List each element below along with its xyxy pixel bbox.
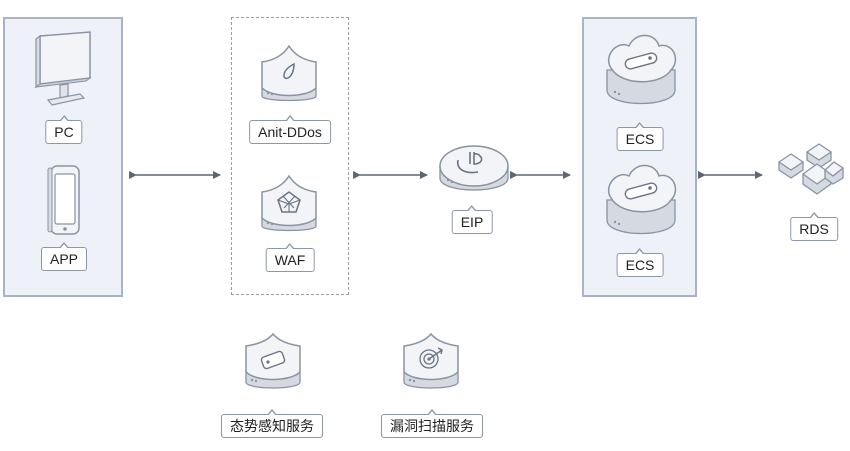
label-eip: EIP bbox=[451, 205, 493, 234]
monitor-icon bbox=[34, 31, 92, 106]
label-anti-ddos: Anit-DDos bbox=[249, 115, 331, 144]
cloud-server-icon bbox=[606, 34, 677, 105]
cloud-server-icon bbox=[606, 164, 677, 235]
label-ecs-2: ECS bbox=[616, 248, 664, 277]
ip-router-icon bbox=[439, 145, 509, 191]
label-vuln-scan: 漏洞扫描服务 bbox=[381, 409, 483, 438]
shield-target-icon bbox=[403, 332, 459, 389]
label-app: APP bbox=[40, 242, 88, 271]
security-group bbox=[231, 17, 349, 295]
shield-device-icon bbox=[245, 332, 301, 389]
label-ecs-1: ECS bbox=[616, 122, 664, 151]
phone-icon bbox=[47, 165, 80, 235]
label-pc: PC bbox=[45, 115, 83, 144]
label-waf: WAF bbox=[265, 243, 315, 272]
database-cluster-icon bbox=[777, 143, 845, 195]
shield-waf-icon bbox=[261, 174, 317, 232]
shield-drop-icon bbox=[261, 44, 317, 102]
label-situation-awareness: 态势感知服务 bbox=[221, 409, 323, 438]
label-rds: RDS bbox=[790, 212, 838, 241]
